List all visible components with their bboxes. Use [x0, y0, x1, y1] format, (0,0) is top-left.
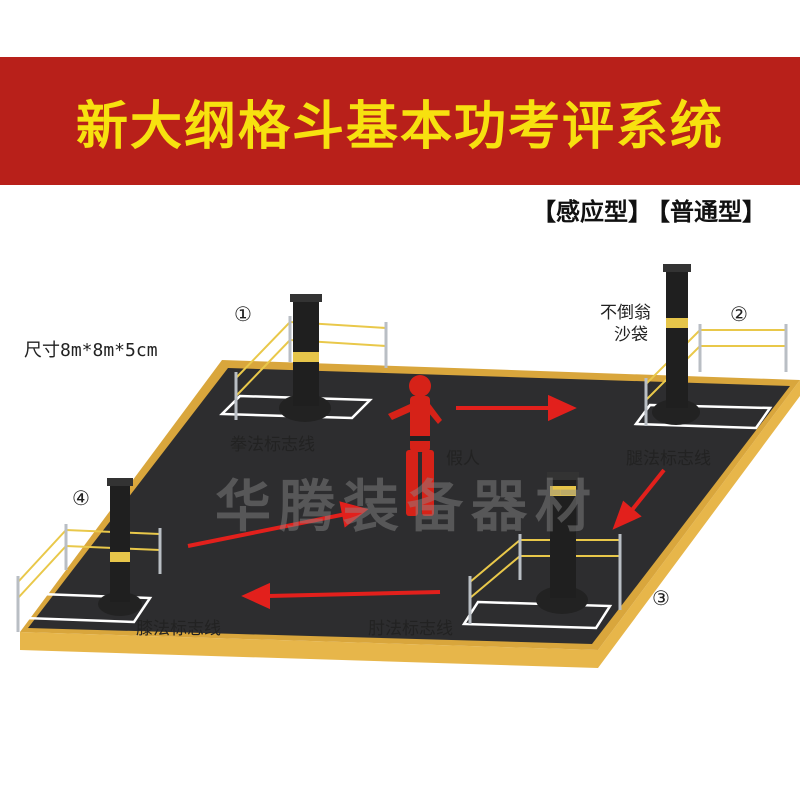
page-title: 新大纲格斗基本功考评系统: [75, 96, 724, 157]
red-dummy: [388, 375, 442, 516]
title-banner: 新大纲格斗基本功考评系统: [0, 57, 800, 185]
marker-line-1: [219, 394, 373, 420]
mat-edge: [20, 380, 800, 668]
station-number-1: ①: [234, 302, 252, 326]
model-badges: 【感应型】【普通型】: [526, 192, 766, 227]
fence-posts: [16, 316, 788, 632]
punching-bag-1: [279, 294, 331, 422]
punching-bag-2: [652, 264, 700, 425]
badge-normal: 【普通型】: [658, 198, 766, 226]
station-number-2: ②: [730, 302, 748, 326]
station-number-4: ④: [72, 486, 90, 510]
punching-bag-4: [98, 478, 142, 616]
direction-arrows: [187, 394, 666, 610]
station-label-4: 膝法标志线: [136, 619, 221, 639]
dummy-note-line1: 不倒翁: [600, 303, 651, 323]
station-number-3: ③: [652, 586, 670, 610]
size-label: 尺寸8m*8m*5cm: [24, 340, 158, 361]
watermark: 华腾装备器材: [215, 475, 599, 540]
station-label-3: 肘法标志线: [368, 619, 453, 639]
dummy-label: 假人: [446, 449, 480, 469]
marker-line-2: [633, 403, 773, 430]
station-label-2: 腿法标志线: [626, 449, 711, 469]
station-label-1: 拳法标志线: [230, 435, 315, 455]
punching-bag-3: [536, 472, 588, 614]
dummy-note-line2: 沙袋: [614, 325, 648, 345]
badge-sensor: 【感应型】: [532, 198, 652, 226]
